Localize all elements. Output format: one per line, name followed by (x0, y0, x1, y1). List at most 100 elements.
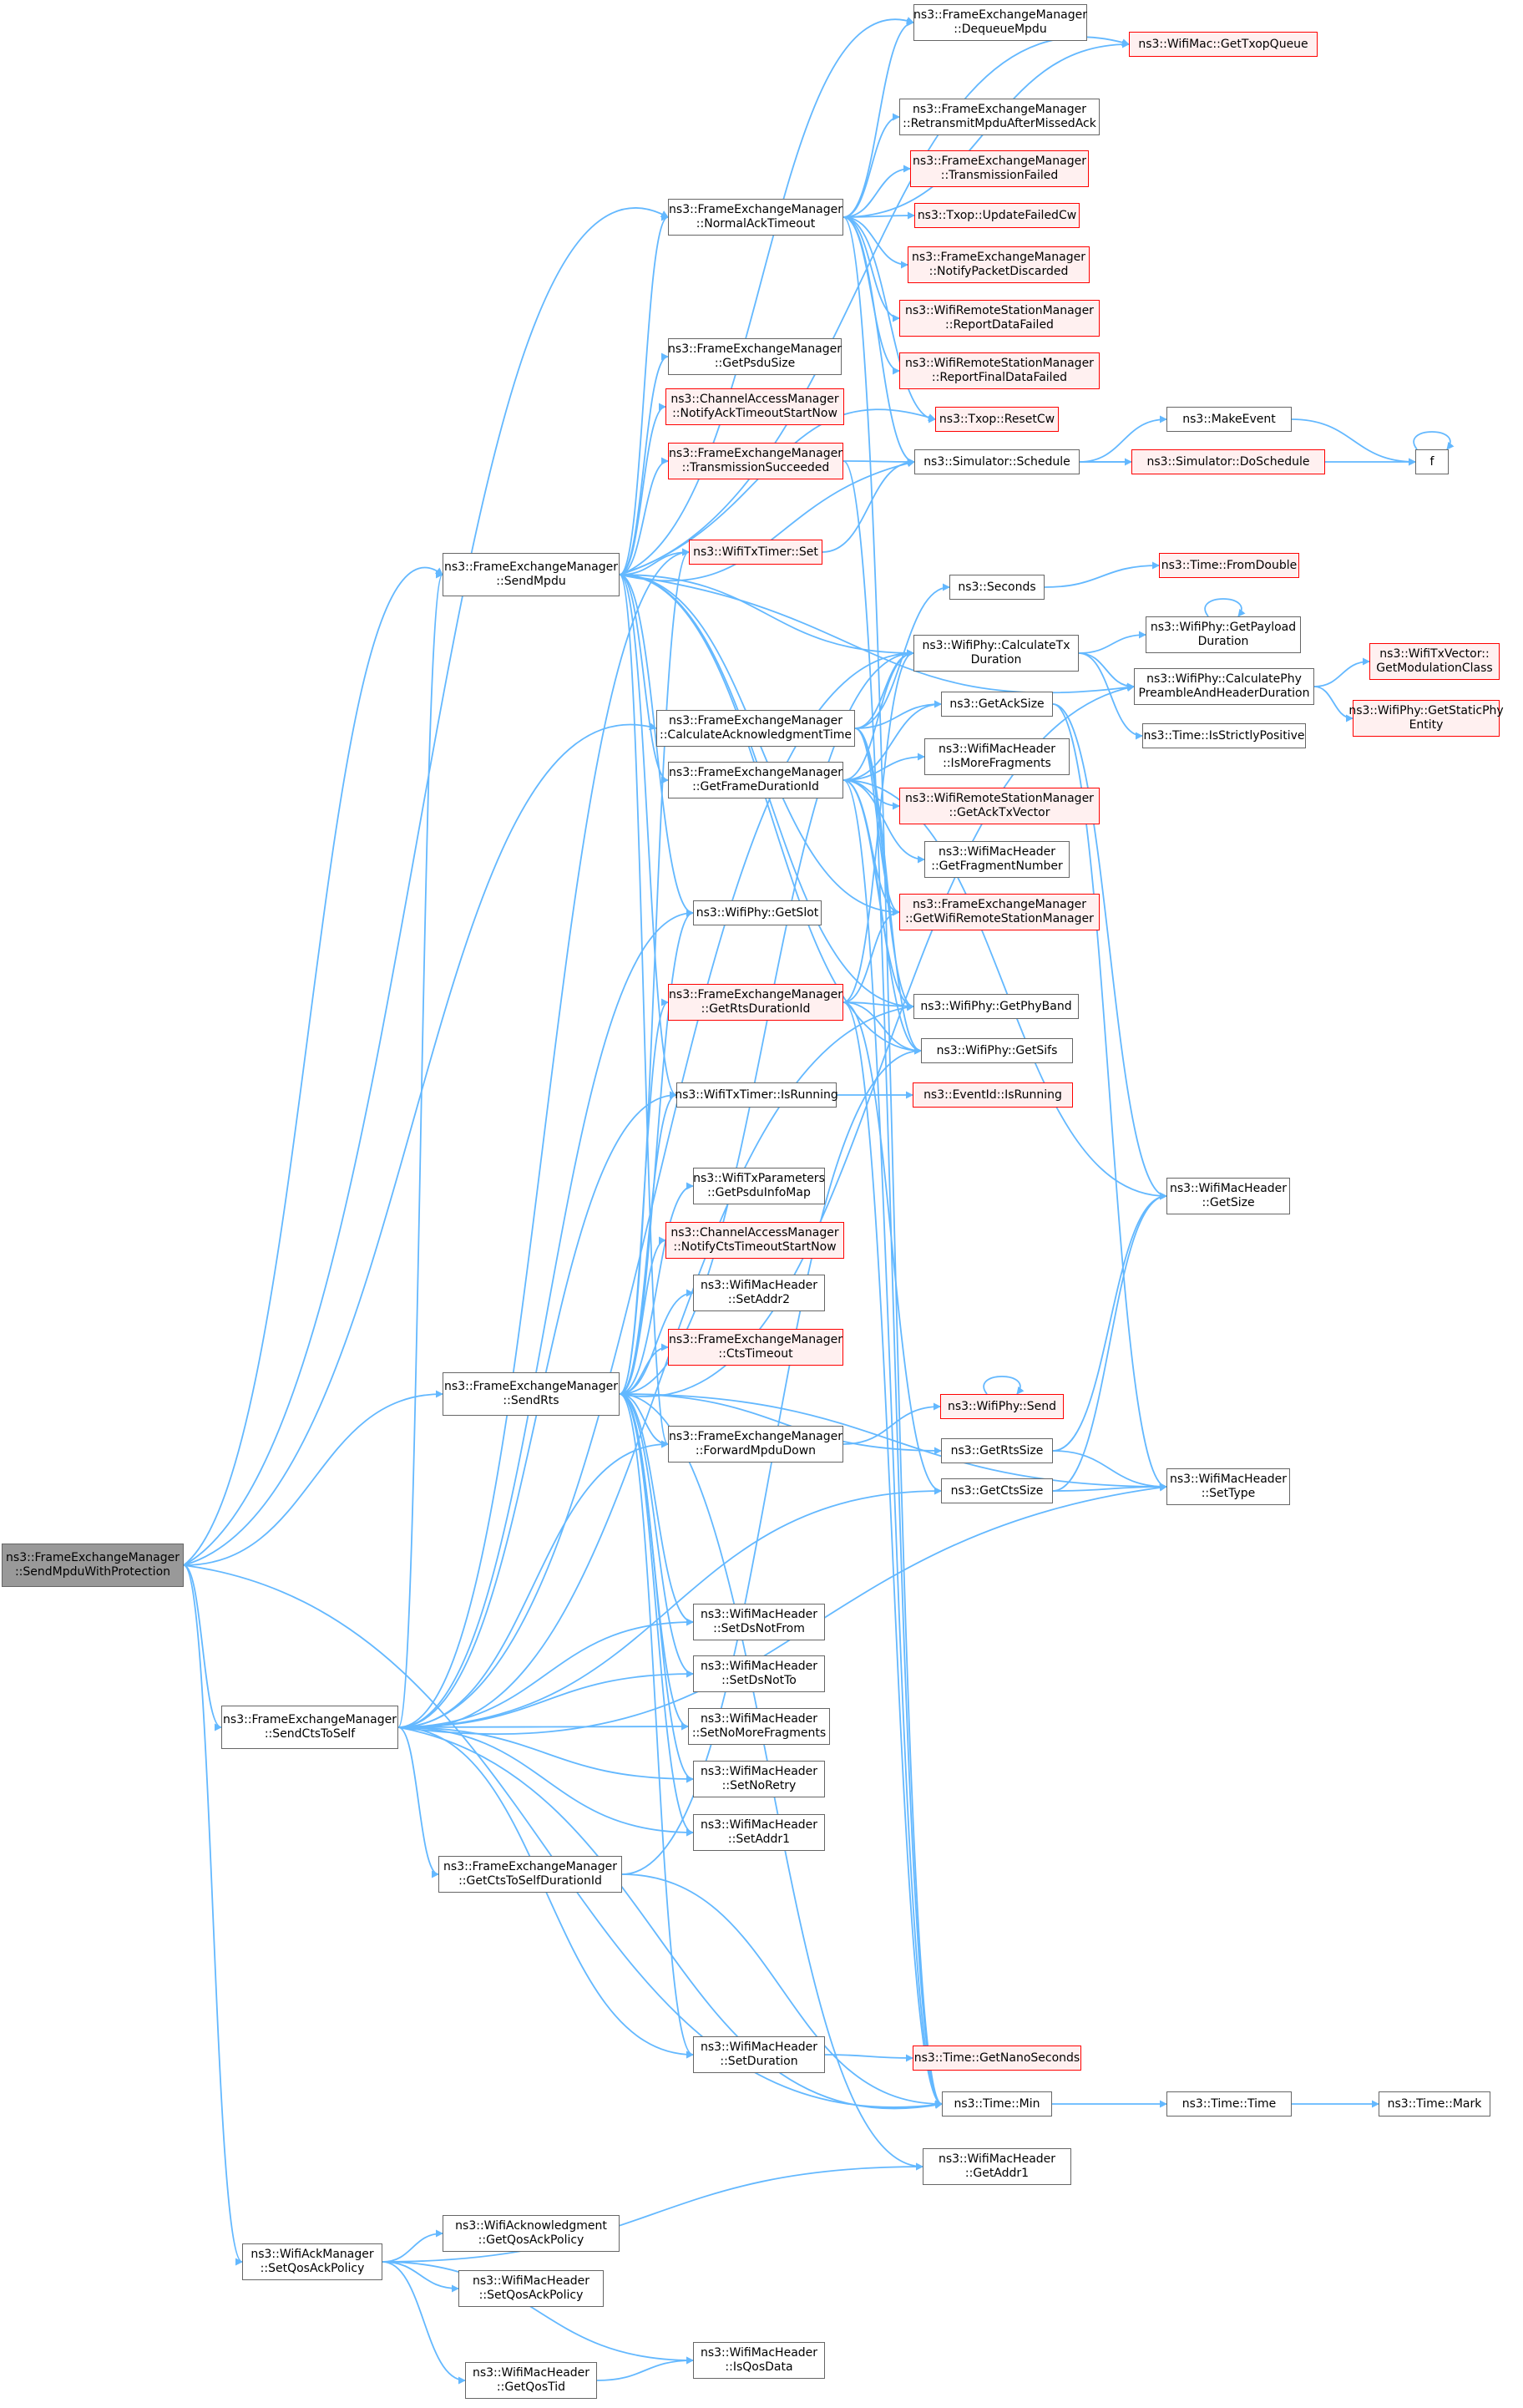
graph-node[interactable]: ns3::WifiMacHeader::SetDsNotTo (693, 1655, 825, 1692)
graph-node[interactable]: ns3::WifiMacHeader::GetAddr1 (923, 2148, 1071, 2185)
graph-node[interactable]: ns3::WifiMacHeader::SetNoRetry (693, 1761, 825, 1797)
graph-node[interactable]: ns3::WifiPhy::GetPhyBand (913, 994, 1079, 1019)
node-label: ns3::WifiMacHeader (1169, 1473, 1288, 1486)
node-label: ::NotifyAckTimeoutStartNow (672, 407, 837, 420)
graph-node[interactable]: ns3::WifiMacHeader::GetSize (1166, 1178, 1290, 1214)
graph-node[interactable]: ns3::WifiMacHeader::SetDsNotFrom (693, 1604, 825, 1640)
graph-node[interactable]: ns3::WifiMacHeader::GetFragmentNumber (924, 841, 1070, 878)
node-label: ns3::Time::GetNanoSeconds (913, 2051, 1080, 2065)
graph-node[interactable]: ns3::Seconds (949, 575, 1045, 600)
edge (842, 753, 925, 781)
graph-node[interactable]: ns3::Time::Min (942, 2091, 1052, 2117)
edge (842, 1001, 943, 2108)
graph-node[interactable]: ns3::WifiPhy::Send (940, 1394, 1064, 1419)
graph-node[interactable]: ns3::ChannelAccessManager::NotifyCtsTime… (665, 1222, 844, 1259)
graph-node[interactable]: ns3::Simulator::Schedule (914, 449, 1080, 474)
graph-node[interactable]: ns3::FrameExchangeManager::SendMpdu (443, 553, 620, 596)
graph-node[interactable]: ns3::EventId::IsRunning (913, 1082, 1073, 1108)
edge (183, 1390, 443, 1566)
graph-node[interactable]: ns3::WifiRemoteStationManager::ReportDat… (899, 300, 1100, 337)
graph-node[interactable]: ns3::WifiTxTimer::Set (689, 540, 822, 565)
graph-node[interactable]: ns3::Time::IsStrictlyPositive (1142, 723, 1306, 748)
graph-node[interactable]: ns3::WifiAckManager::SetQosAckPolicy (242, 2243, 382, 2280)
graph-node[interactable]: ns3::FrameExchangeManager::TransmissionF… (910, 150, 1089, 187)
edge (842, 216, 943, 2108)
graph-node[interactable]: ns3::FrameExchangeManager::DequeueMpdu (913, 4, 1087, 41)
node-label: ::SetType (1201, 1487, 1256, 1500)
graph-node[interactable]: ns3::WifiTxTimer::IsRunning (675, 1082, 838, 1108)
graph-node[interactable]: ns3::FrameExchangeManager::ForwardMpduDo… (668, 1426, 843, 1463)
edge (397, 1726, 694, 1837)
graph-node[interactable]: ns3::WifiPhy::GetSifs (921, 1038, 1073, 1063)
graph-node[interactable]: ns3::WifiMac::GetTxopQueue (1129, 32, 1318, 57)
graph-node[interactable]: ns3::FrameExchangeManager::GetPsduSize (668, 338, 842, 375)
graph-node[interactable]: ns3::WifiMacHeader::SetQosAckPolicy (458, 2270, 604, 2307)
graph-node[interactable]: ns3::WifiMacHeader::IsQosData (693, 2342, 825, 2379)
graph-node[interactable]: ns3::GetAckSize (941, 692, 1053, 717)
graph-node[interactable]: ns3::WifiTxVector::GetModulationClass (1369, 643, 1500, 680)
graph-node[interactable]: ns3::WifiMacHeader::IsMoreFragments (924, 738, 1070, 775)
edge (382, 2229, 443, 2263)
graph-node[interactable]: ns3::Time::Mark (1379, 2091, 1490, 2117)
graph-node[interactable]: ns3::WifiRemoteStationManager::ReportFin… (899, 352, 1100, 389)
node-label: ::GetSize (1202, 1196, 1255, 1209)
node-label: ns3::WifiPhy::Send (947, 1399, 1057, 1413)
graph-node[interactable]: ns3::GetCtsSize (941, 1478, 1053, 1503)
graph-node[interactable]: ns3::FrameExchangeManager::SendCtsToSelf (221, 1706, 398, 1749)
edge (621, 1873, 943, 2108)
graph-node[interactable]: ns3::FrameExchangeManager::GetRtsDuratio… (668, 984, 843, 1021)
graph-node[interactable]: ns3::FrameExchangeManager::CtsTimeout (668, 1329, 843, 1366)
graph-node[interactable]: ns3::WifiMacHeader::SetDuration (693, 2036, 825, 2073)
graph-node[interactable]: ns3::WifiMacHeader::SetNoMoreFragments (688, 1708, 830, 1745)
edge (842, 18, 914, 218)
node-label: ns3::ChannelAccessManager (670, 393, 839, 406)
graph-node[interactable]: ns3::FrameExchangeManager::TransmissionS… (668, 443, 843, 479)
graph-node[interactable]: ns3::FrameExchangeManager::SendRts (443, 1372, 620, 1416)
graph-node[interactable]: ns3::MakeEvent (1166, 407, 1292, 432)
node-label: ns3::GetAckSize (949, 697, 1045, 711)
graph-node[interactable]: ns3::WifiPhy::GetSlot (693, 900, 822, 925)
edge (842, 211, 915, 220)
graph-node[interactable]: ns3::GetRtsSize (941, 1438, 1053, 1463)
graph-node[interactable]: ns3::FrameExchangeManager::CalculateAckn… (656, 710, 855, 747)
node-label: ns3::WifiMacHeader (938, 743, 1056, 756)
graph-node[interactable]: ns3::WifiMacHeader::SetAddr2 (693, 1275, 825, 1311)
graph-node[interactable]: ns3::FrameExchangeManager::RetransmitMpd… (899, 99, 1100, 135)
edge (1044, 561, 1160, 588)
edge (1313, 657, 1370, 687)
node-label: ns3::WifiMacHeader (700, 1608, 818, 1621)
graph-node[interactable]: ns3::WifiMacHeader::SetAddr1 (693, 1814, 825, 1851)
edge (183, 207, 669, 1566)
graph-node[interactable]: ns3::WifiRemoteStationManager::GetAckTxV… (899, 788, 1100, 824)
graph-node[interactable]: ns3::Simulator::DoSchedule (1131, 449, 1325, 474)
node-label: ns3::FrameExchangeManager (913, 8, 1087, 22)
graph-node[interactable]: ns3::FrameExchangeManager::NotifyPacketD… (908, 246, 1090, 283)
graph-node[interactable]: ns3::Txop::UpdateFailedCw (914, 203, 1080, 228)
graph-node[interactable]: ns3::Time::FromDouble (1159, 553, 1299, 578)
graph-node[interactable]: ns3::WifiMacHeader::SetType (1166, 1468, 1290, 1505)
graph-node[interactable]: ns3::ChannelAccessManager::NotifyAckTime… (665, 388, 844, 425)
graph-node: ns3::FrameExchangeManager::SendMpduWithP… (2, 1544, 184, 1587)
node-label: ns3::Time::IsStrictlyPositive (1143, 728, 1305, 743)
graph-node[interactable]: ns3::FrameExchangeManager::NormalAckTime… (668, 199, 843, 236)
edge (854, 727, 922, 1055)
graph-node[interactable]: ns3::WifiTxParameters::GetPsduInfoMap (693, 1168, 825, 1204)
graph-node[interactable]: ns3::FrameExchangeManager::GetCtsToSelfD… (438, 1856, 622, 1893)
graph-node[interactable]: ns3::Txop::ResetCw (935, 407, 1059, 432)
node-label: ns3::WifiRemoteStationManager (905, 792, 1094, 805)
node-label: ns3::FrameExchangeManager (913, 155, 1086, 168)
graph-node[interactable]: ns3::FrameExchangeManager::GetFrameDurat… (668, 762, 843, 798)
graph-node[interactable]: ns3::Time::Time (1166, 2091, 1292, 2117)
graph-node[interactable]: ns3::FrameExchangeManager::GetWifiRemote… (899, 894, 1100, 930)
graph-node[interactable]: ns3::WifiAcknowledgment::GetQosAckPolicy (443, 2215, 620, 2252)
edge (842, 113, 900, 218)
graph-node[interactable]: ns3::Time::GetNanoSeconds (913, 2046, 1081, 2071)
graph-node[interactable]: ns3::WifiMacHeader::GetQosTid (465, 2362, 597, 2399)
edge (842, 649, 914, 1003)
graph-node[interactable]: f (1415, 449, 1449, 474)
